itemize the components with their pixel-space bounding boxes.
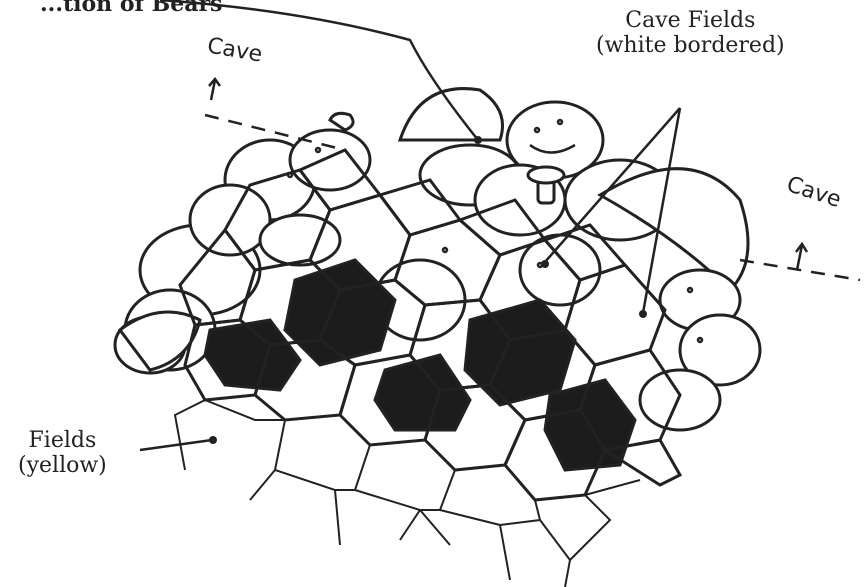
fields-label-line2: (yellow) <box>18 453 107 478</box>
cave-fields-label: Cave Fields (white bordered) <box>596 8 785 59</box>
fields-label-line1: Fields <box>18 428 107 453</box>
top-left-label: ...tion of Bears <box>40 0 222 17</box>
cave-fields-label-line1: Cave Fields <box>596 8 785 33</box>
fields-label: Fields (yellow) <box>18 428 107 479</box>
cave-fields-label-line2: (white bordered) <box>596 33 785 58</box>
